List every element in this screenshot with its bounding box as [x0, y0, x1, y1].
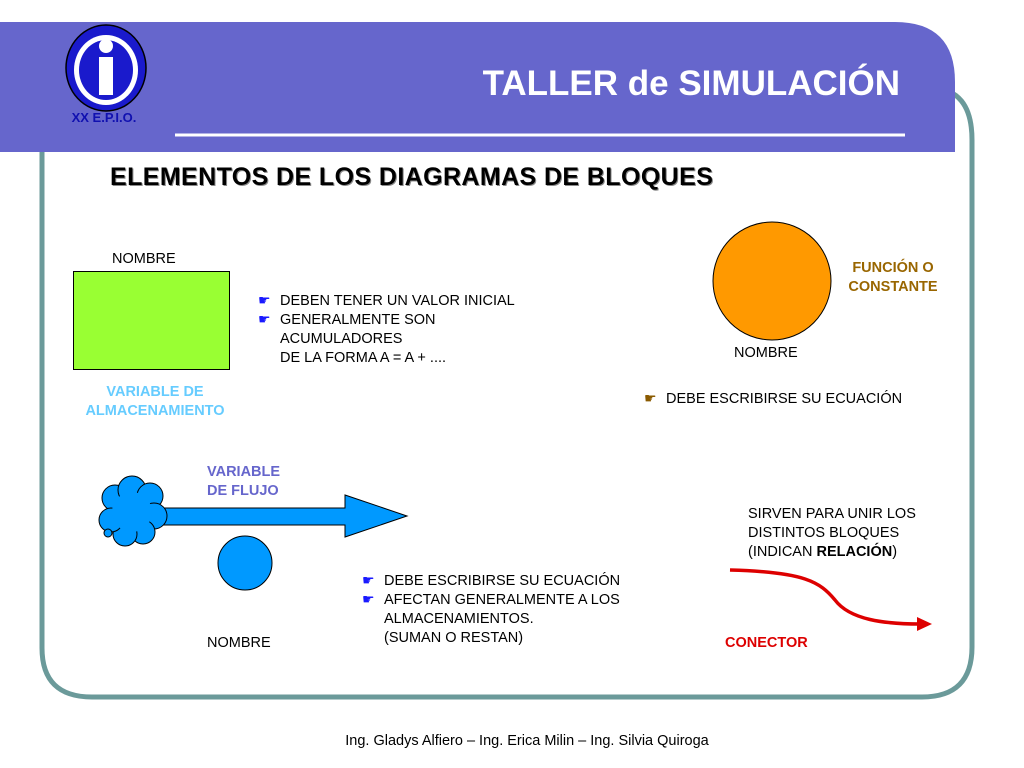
pointing-hand-icon: ☛: [362, 591, 375, 607]
page-title: TALLER de SIMULACIÓN: [482, 64, 900, 103]
function-bullets: ☛DEBE ESCRIBIRSE SU ECUACIÓN: [644, 390, 902, 409]
flow-bullets: ☛DEBE ESCRIBIRSE SU ECUACIÓN ☛AFECTAN GE…: [362, 572, 620, 648]
function-label: FUNCIÓN O CONSTANTE: [833, 259, 953, 297]
storage-caption: VARIABLE DE ALMACENAMIENTO: [60, 383, 250, 421]
footer-credits: Ing. Gladys Alfiero – Ing. Erica Milin –…: [345, 733, 709, 749]
list-item: ☛AFECTAN GENERALMENTE A LOS: [362, 591, 620, 608]
list-item: ☛DEBEN TENER UN VALOR INICIAL: [258, 292, 515, 309]
flow-arrow: [149, 494, 409, 538]
function-label-line1: FUNCIÓN O: [852, 260, 934, 276]
connector-desc-line1: SIRVEN PARA UNIR LOS: [748, 506, 916, 522]
storage-block: [73, 271, 230, 370]
connector-label: CONECTOR: [725, 635, 808, 651]
flow-label: VARIABLE DE FLUJO: [207, 463, 280, 501]
frame-border: [39, 85, 975, 700]
storage-caption-line2: ALMACENAMIENTO: [85, 403, 225, 419]
list-item-continuation: DE LA FORMA A = A + ....: [280, 350, 447, 366]
list-item-continuation: (SUMAN O RESTAN): [384, 630, 524, 646]
logo-text: XX E.P.I.O.: [71, 110, 137, 125]
flow-label-line2: DE FLUJO: [207, 483, 279, 499]
pointing-hand-icon: ☛: [258, 292, 271, 308]
connector-desc-line3: (INDICAN RELACIÓN): [748, 544, 898, 560]
connector-arrow: [729, 568, 932, 631]
flow-name-label: NOMBRE: [207, 635, 271, 651]
slide-subtitle: ELEMENTOS DE LOS DIAGRAMAS DE BLOQUES: [110, 163, 714, 191]
list-item: ☛DEBE ESCRIBIRSE SU ECUACIÓN: [644, 390, 903, 407]
list-item-continuation: ACUMULADORES: [280, 331, 403, 347]
pointing-hand-icon: ☛: [258, 311, 271, 327]
list-item: ☛GENERALMENTE SON: [258, 311, 436, 328]
function-block: [712, 221, 832, 341]
pointing-hand-icon: ☛: [362, 572, 375, 588]
flow-valve: [217, 535, 273, 591]
function-label-line2: CONSTANTE: [848, 279, 938, 295]
flow-block: [98, 475, 409, 591]
storage-name-label: NOMBRE: [112, 251, 176, 267]
list-item: ☛DEBE ESCRIBIRSE SU ECUACIÓN: [362, 572, 621, 589]
pointing-hand-icon: ☛: [644, 390, 657, 406]
list-item-continuation: ALMACENAMIENTOS.: [384, 611, 534, 627]
storage-caption-line1: VARIABLE DE: [106, 384, 204, 400]
header-band: [0, 22, 955, 152]
connector-desc-line2: DISTINTOS BLOQUES: [748, 525, 900, 541]
info-i-icon: [65, 24, 147, 112]
connector-description: SIRVEN PARA UNIR LOS DISTINTOS BLOQUES (…: [748, 505, 916, 562]
function-name-label: NOMBRE: [734, 345, 798, 361]
flow-label-line1: VARIABLE: [207, 464, 281, 480]
storage-bullets: ☛DEBEN TENER UN VALOR INICIAL ☛GENERALME…: [258, 292, 515, 368]
cloud-source-icon: [98, 475, 168, 547]
